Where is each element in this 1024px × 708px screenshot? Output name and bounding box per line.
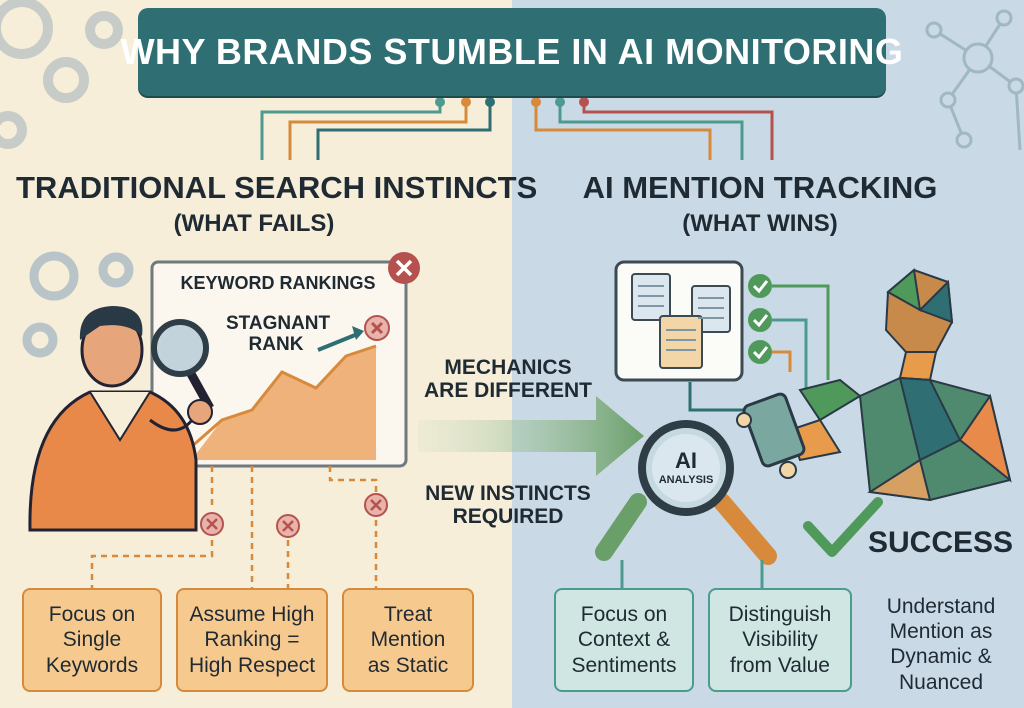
check-icon bbox=[748, 340, 772, 364]
network-icon bbox=[925, 9, 1024, 151]
box-line: from Value bbox=[730, 653, 830, 677]
left-box-single-keywords: Focus on Single Keywords bbox=[22, 588, 162, 692]
instincts-line2: REQUIRED bbox=[452, 505, 564, 529]
right-heading: AI MENTION TRACKING (WHAT WINS) bbox=[560, 170, 960, 238]
box-line: Assume High bbox=[189, 603, 315, 627]
right-heading-line1: AI MENTION TRACKING bbox=[582, 170, 938, 205]
fail-icon bbox=[276, 514, 300, 538]
box-line: Single bbox=[62, 628, 122, 652]
fail-icon bbox=[364, 493, 388, 517]
right-box-visibility-value: Distinguish Visibility from Value bbox=[708, 588, 852, 692]
box-line: Keywords bbox=[45, 653, 139, 677]
connector-lines bbox=[688, 284, 830, 412]
right-heading-line2: (WHAT WINS) bbox=[682, 210, 838, 237]
direction-arrow-icon bbox=[418, 396, 644, 476]
ai-label: AI bbox=[675, 448, 697, 473]
title-connectors bbox=[260, 97, 774, 160]
person-with-magnifier-illustration bbox=[28, 306, 214, 532]
gear-icon bbox=[0, 0, 123, 149]
mechanics-line1: MECHANICS bbox=[444, 356, 572, 379]
tool-icon bbox=[736, 392, 806, 479]
ai-analysis-magnifier-icon bbox=[595, 420, 777, 565]
gear-icon bbox=[22, 251, 134, 358]
mechanics-line2: ARE DIFFERENT bbox=[424, 379, 592, 403]
mechanics-label: MECHANICS ARE DIFFERENT bbox=[420, 356, 596, 402]
item-line: Understand bbox=[886, 595, 996, 618]
document-analysis-panel bbox=[614, 260, 744, 382]
box-line: Ranking = bbox=[204, 628, 300, 652]
left-heading-line2: (WHAT FAILS) bbox=[173, 210, 335, 237]
title-banner: WHY BRANDS STUMBLE IN AI MONITORING bbox=[121, 8, 903, 96]
dashed-connectors bbox=[90, 466, 378, 588]
left-box-static-mention: Treat Mention as Static bbox=[342, 588, 474, 692]
left-heading: TRADITIONAL SEARCH INSTINCTS (WHAT FAILS… bbox=[16, 170, 538, 238]
right-item-dynamic-mention: Understand Mention as Dynamic & Nuanced bbox=[866, 594, 1016, 695]
item-line: Nuanced bbox=[898, 670, 984, 694]
fail-icon bbox=[388, 252, 420, 284]
left-box-high-ranking: Assume High Ranking = High Respect bbox=[176, 588, 328, 692]
stagnant-label-line1: STAGNANT bbox=[226, 313, 331, 334]
fail-icon bbox=[200, 512, 224, 536]
keyword-rankings-panel bbox=[150, 260, 408, 468]
box-line: Distinguish bbox=[728, 603, 832, 627]
item-line: Dynamic & bbox=[890, 645, 992, 669]
check-icon bbox=[748, 308, 772, 332]
stagnant-label-line2: RANK bbox=[248, 333, 304, 355]
box-line: Context & bbox=[577, 628, 671, 652]
success-check-icon bbox=[803, 497, 883, 557]
box-line: High Respect bbox=[188, 653, 316, 677]
fail-icon bbox=[364, 315, 390, 341]
polygonal-person-illustration bbox=[788, 268, 1012, 502]
success-label: SUCCESS bbox=[868, 526, 1014, 559]
box-line: Mention bbox=[370, 628, 446, 652]
box-line: Focus on bbox=[48, 603, 136, 627]
box-line: Focus on bbox=[580, 603, 668, 627]
analysis-label: ANALYSIS bbox=[658, 474, 714, 486]
new-instincts-label: NEW INSTINCTS REQUIRED bbox=[420, 482, 596, 528]
item-line: Mention as bbox=[889, 620, 993, 644]
page-title: WHY BRANDS STUMBLE IN AI MONITORING bbox=[120, 31, 904, 72]
left-heading-line1: TRADITIONAL SEARCH INSTINCTS bbox=[16, 170, 538, 205]
box-line: as Static bbox=[367, 653, 449, 677]
stagnant-rank-label: STAGNANT RANK bbox=[226, 313, 331, 356]
box-connectors bbox=[620, 560, 764, 588]
box-line: Visibility bbox=[742, 628, 818, 652]
instincts-line1: NEW INSTINCTS bbox=[425, 482, 591, 505]
box-line: Sentiments bbox=[571, 653, 677, 677]
chart-title: KEYWORD RANKINGS bbox=[180, 273, 376, 293]
ai-analysis-label: AI ANALYSIS bbox=[646, 448, 726, 486]
check-icon bbox=[748, 274, 772, 298]
box-line: Treat bbox=[383, 603, 433, 627]
right-box-context-sentiments: Focus on Context & Sentiments bbox=[554, 588, 694, 692]
